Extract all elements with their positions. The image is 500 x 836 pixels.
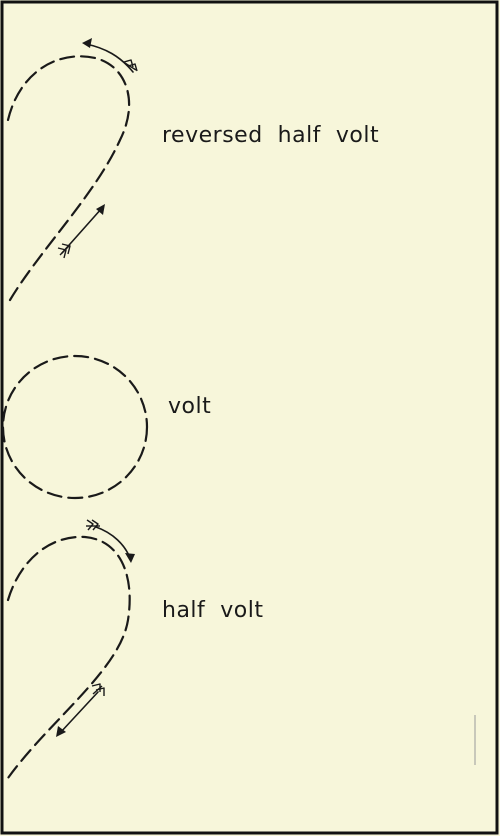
reversed-half-volt-path (6, 55, 131, 302)
volt-label: volt (168, 394, 211, 419)
reversed-half-volt-top-arrow-icon (82, 38, 138, 73)
volt-circle-path (1, 354, 149, 500)
half-volt-label: half volt (162, 598, 264, 623)
half-volt-figure: half volt (6, 519, 264, 780)
half-volt-side-arrow-icon (56, 683, 105, 737)
reversed-half-volt-figure: reversed half volt (6, 38, 379, 302)
half-volt-top-arrow-icon (86, 519, 135, 563)
volt-figure: volt (1, 354, 211, 500)
reversed-half-volt-label: reversed half volt (162, 123, 379, 148)
reversed-half-volt-side-arrow-icon (57, 204, 105, 259)
half-volt-path (6, 535, 131, 780)
